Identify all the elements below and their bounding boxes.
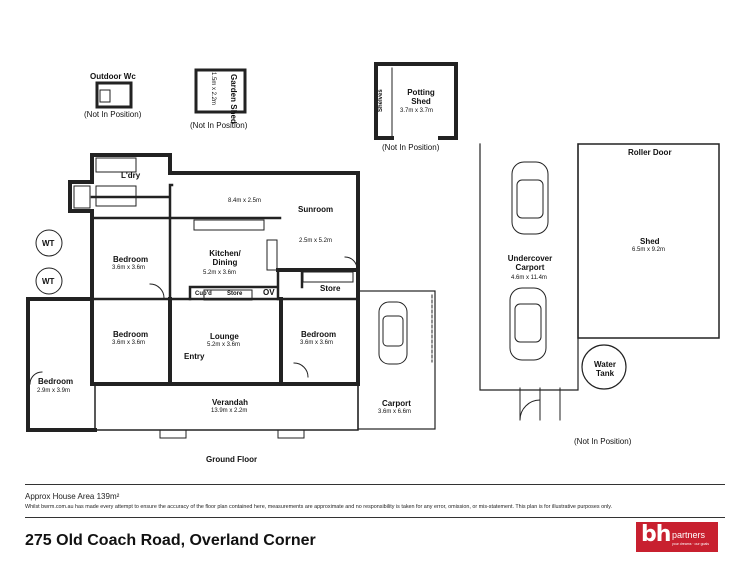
potting-shed-dim: 3.7m x 3.7m bbox=[400, 108, 434, 114]
bedroom-w-label: Bedroom bbox=[113, 330, 149, 339]
undercover-carport-dim: 4.6m x 11.4m bbox=[511, 275, 547, 281]
bedroom-sw-dim: 2.9m x 3.9m bbox=[37, 388, 71, 394]
undercover-carport-label: Undercover Carport bbox=[507, 254, 553, 273]
disclaimer: Whilst bwrm.com.au has made every attemp… bbox=[25, 504, 613, 510]
oven-label: OV bbox=[263, 288, 275, 297]
shed-label: Shed bbox=[640, 237, 660, 246]
shelves-label: Shelves bbox=[378, 89, 384, 112]
not-in-position-note: (Not In Position) bbox=[382, 143, 440, 152]
verandah-dim: 13.9m x 2.2m bbox=[211, 408, 248, 414]
bedroom-e-label: Bedroom bbox=[301, 330, 337, 339]
logo-word: partners bbox=[672, 530, 706, 540]
wt-label: WT bbox=[42, 277, 55, 286]
footer-divider bbox=[25, 484, 725, 485]
shed-outline bbox=[577, 143, 720, 339]
bedroom-w-dim: 3.6m x 3.6m bbox=[112, 340, 146, 346]
garden-shed-label: Garden Shed bbox=[229, 74, 238, 124]
internal-walls bbox=[90, 183, 360, 301]
store-label: Store bbox=[227, 291, 243, 297]
store-label: Store bbox=[320, 284, 341, 293]
outdoor-wc bbox=[95, 81, 133, 109]
outdoor-wc-label: Outdoor Wc bbox=[90, 72, 136, 81]
house-area: Approx House Area 139m² bbox=[25, 492, 120, 501]
carport-dim: 3.6m x 6.6m bbox=[378, 409, 412, 415]
footer-divider bbox=[25, 517, 725, 518]
sunroom-label: Sunroom bbox=[298, 205, 334, 214]
wt-label: WT bbox=[42, 239, 55, 248]
bedroom-e-dim: 3.6m x 3.6m bbox=[300, 340, 334, 346]
car-icon bbox=[378, 161, 549, 365]
carport-label: Carport bbox=[382, 399, 411, 408]
brand-logo: bh partners your dreams · our goals bbox=[636, 522, 718, 552]
lounge-label: Lounge bbox=[210, 332, 239, 341]
shed-dim: 6.5m x 9.2m bbox=[632, 247, 666, 253]
carport-outline bbox=[357, 290, 436, 430]
not-in-position-note: (Not In Position) bbox=[84, 110, 142, 119]
cupboard-label: Cup'd bbox=[195, 291, 212, 297]
water-tank bbox=[581, 344, 627, 390]
bedroom-nw-label: Bedroom bbox=[113, 255, 149, 264]
wt-tank-1 bbox=[35, 229, 63, 257]
roller-door-label: Roller Door bbox=[628, 148, 672, 157]
kitchen-dim: 5.2m x 3.6m bbox=[203, 270, 237, 276]
not-in-position-note: (Not In Position) bbox=[574, 437, 632, 446]
kitchen-label: Kitchen/ Dining bbox=[209, 249, 241, 268]
verandah-label: Verandah bbox=[212, 398, 249, 407]
wt-tank-2 bbox=[35, 267, 63, 295]
lounge-dim: 5.2m x 3.6m bbox=[207, 342, 241, 348]
water-tank-label: Water Tank bbox=[594, 360, 616, 379]
potting-shed bbox=[374, 62, 458, 140]
sunroom-dim: 2.5m x 5.2m bbox=[299, 238, 333, 244]
bedroom-nw-dim: 3.6m x 3.6m bbox=[112, 265, 146, 271]
house-walls bbox=[26, 153, 360, 432]
laundry-label: L'dry bbox=[121, 171, 141, 180]
not-in-position-note: (Not In Position) bbox=[190, 121, 248, 130]
garden-shed-dim: 1.5m x 2.2m bbox=[210, 72, 216, 106]
bedroom-sw-label: Bedroom bbox=[38, 377, 74, 386]
passage-dim: 8.4m x 2.5m bbox=[228, 198, 262, 204]
potting-shed-label: Potting Shed bbox=[407, 88, 435, 107]
entry-label: Entry bbox=[184, 352, 205, 361]
logo-tagline: your dreams · our goals bbox=[672, 542, 709, 546]
property-address: 275 Old Coach Road, Overland Corner bbox=[25, 532, 316, 549]
logo-mark: bh bbox=[641, 522, 671, 547]
garden-shed bbox=[194, 68, 247, 114]
floor-title: Ground Floor bbox=[206, 455, 258, 464]
